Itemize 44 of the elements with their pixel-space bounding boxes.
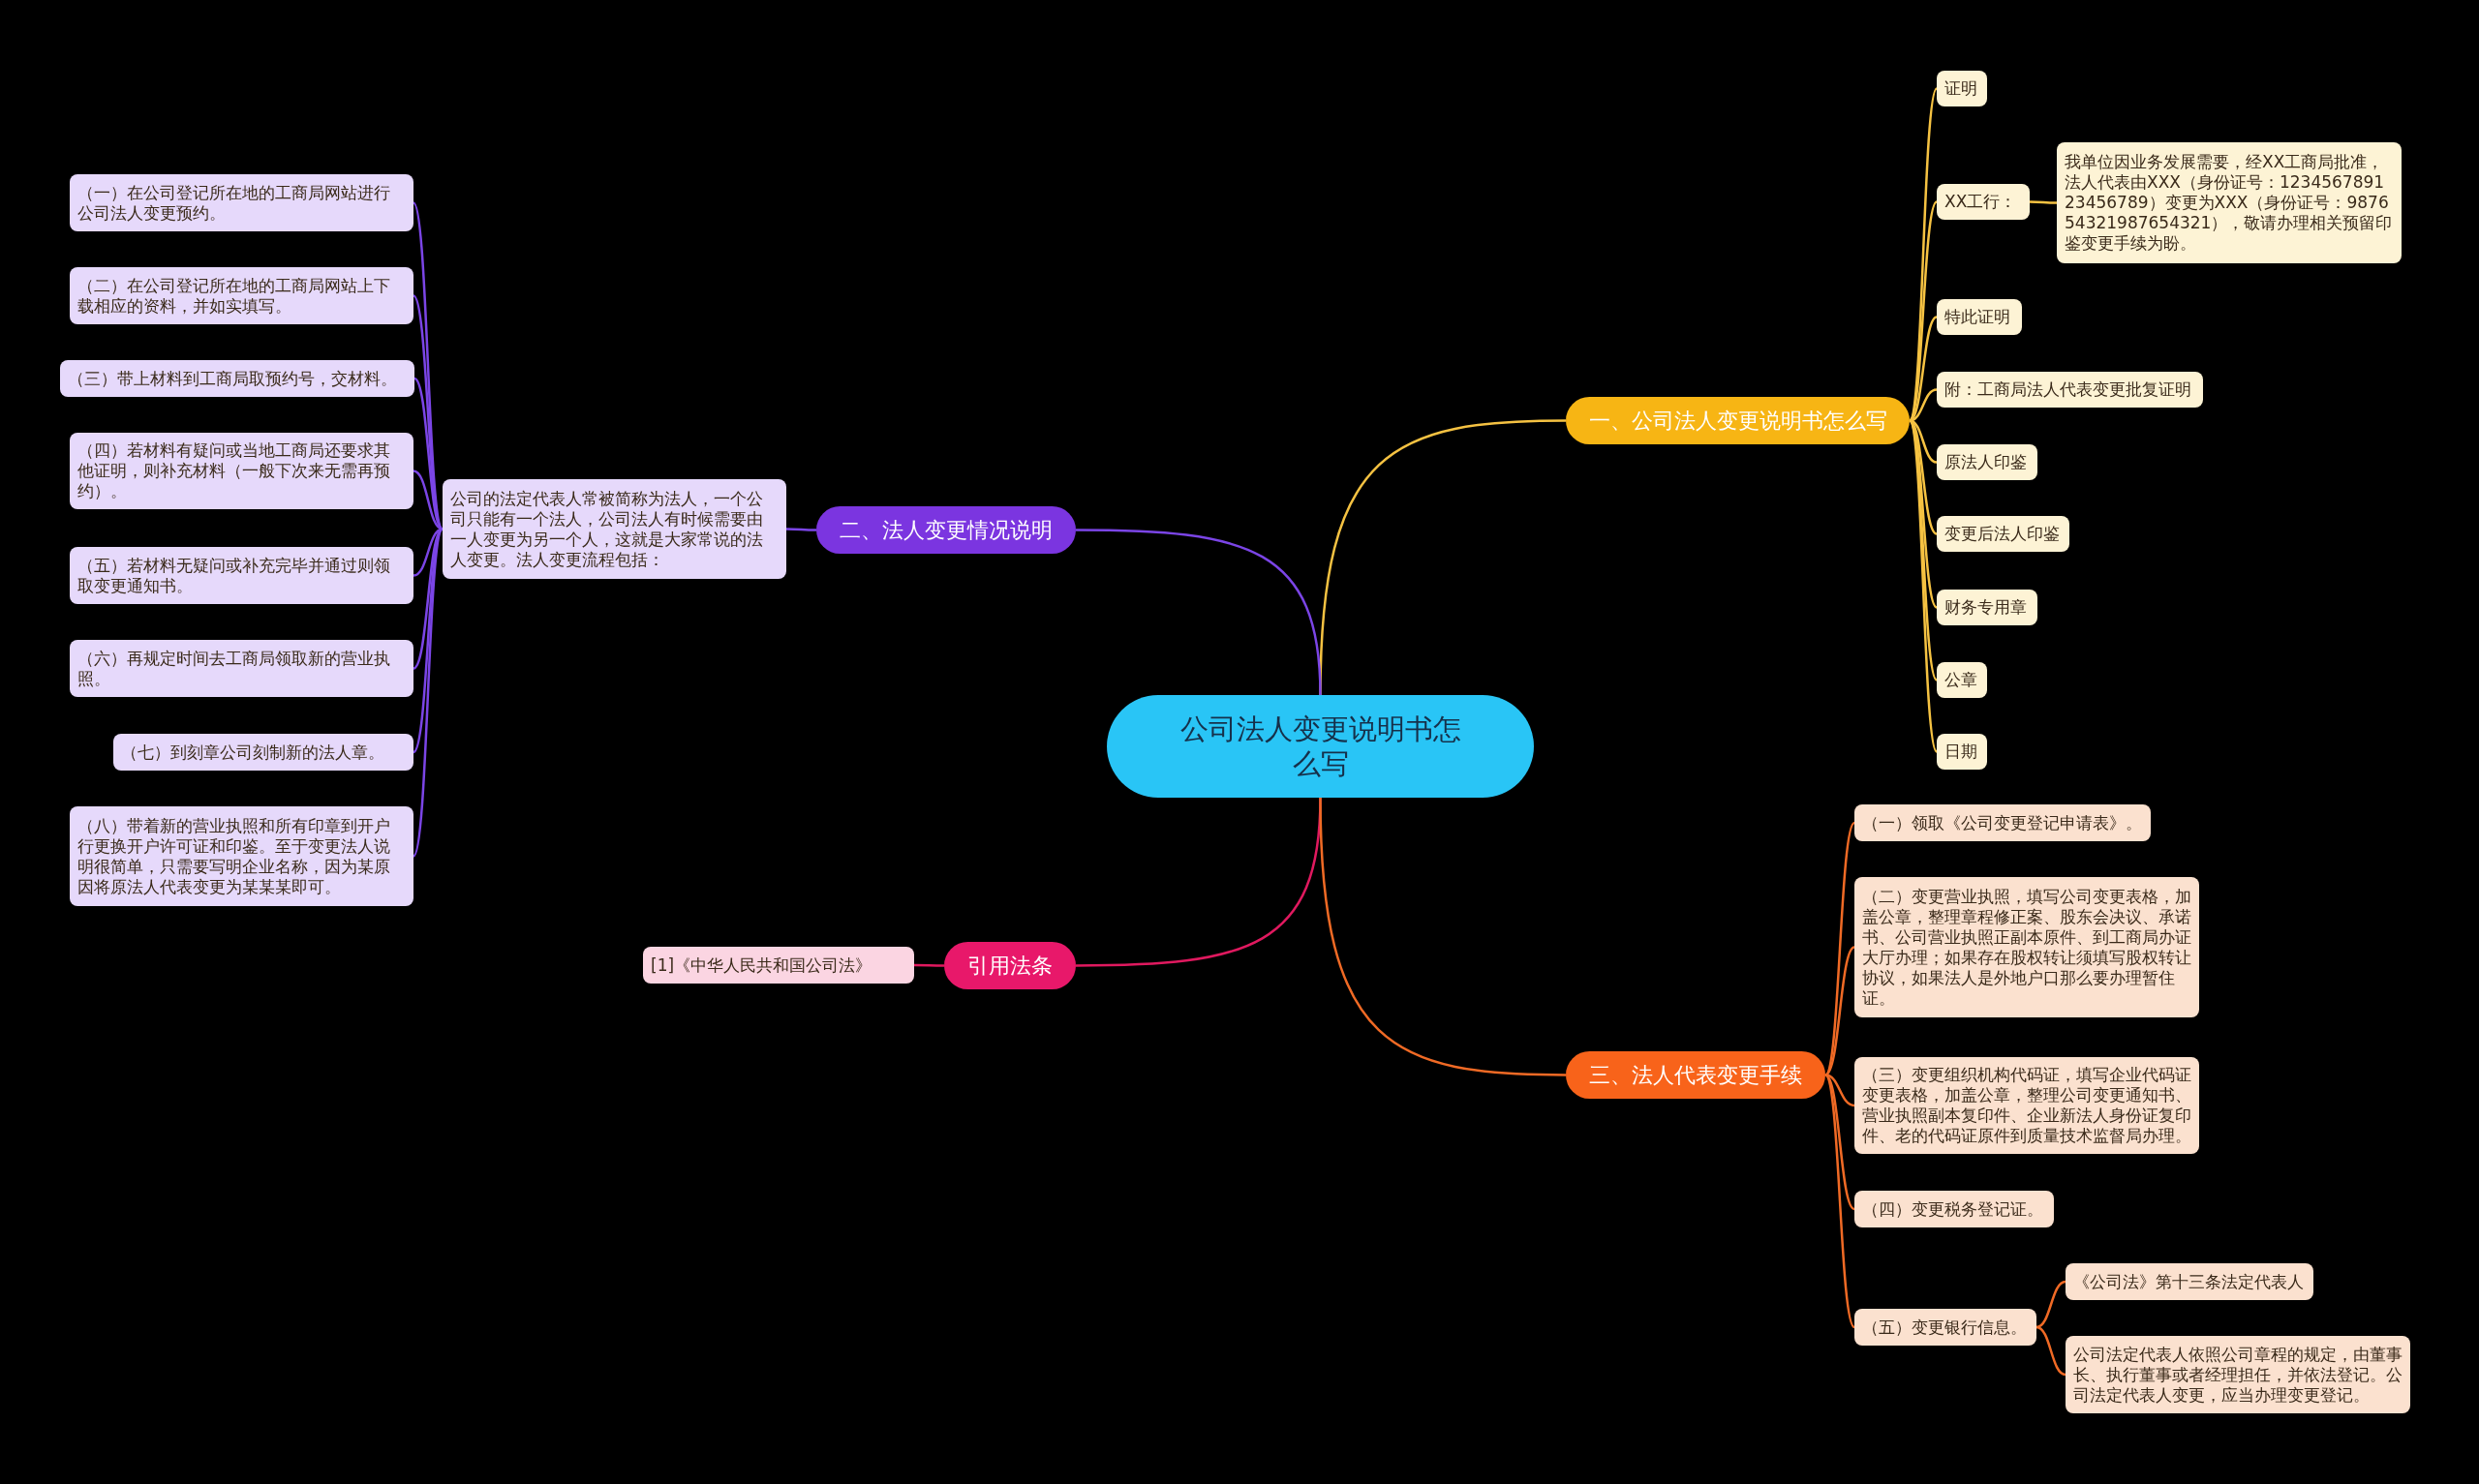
connector-line (786, 528, 816, 531)
connector-line (1824, 946, 1855, 1076)
topic-box: （五）变更银行信息。 (1854, 1309, 2036, 1346)
topic-box: XX工行： (1937, 184, 2030, 220)
topic-box: （二）在公司登记所在地的工商局网站上下载相应的资料，并如实填写。 (70, 267, 413, 324)
topic-box: 《公司法》第十三条法定代表人 (2066, 1263, 2313, 1300)
central-topic: 公司法人变更说明书怎么写 (1107, 695, 1534, 798)
topic-box: （一）在公司登记所在地的工商局网站进行公司法人变更预约。 (70, 174, 413, 231)
topic-box: 公章 (1937, 662, 1987, 698)
topic-box: 日期 (1937, 734, 1987, 770)
connector-line (1824, 1074, 1855, 1107)
topic-box: 公司法定代表人依照公司章程的规定，由董事长、执行董事或者经理担任，并依法登记。公司法定代表人变更，应当办理变更登记。 (2066, 1336, 2410, 1413)
topic-box: （三）带上材料到工商局取预约号，交材料。 (60, 360, 414, 397)
topic-box: （四）若材料有疑问或当地工商局还要求其他证明，则补充材料（一般下次来无需再预约）。 (70, 433, 413, 509)
topic-box: 原法人印鉴 (1937, 444, 2037, 480)
branch-topic: 一、公司法人变更说明书怎么写 (1566, 397, 1910, 444)
topic-box: 特此证明 (1937, 299, 2022, 335)
topic-box: （二）变更营业执照，填写公司变更表格，加盖公章，整理章程修正案、股东会决议、承诺书、公司营业执照正副本原件、到工商局办证大厅办理；如果存在股权转让须填写股权转让协议，如果法人是外地户口那么要办理暂住证。 (1854, 877, 2199, 1017)
branch-topic: 三、法人代表变更手续 (1566, 1051, 1825, 1099)
topic-box: [1]《中华人民共和国公司法》 (643, 947, 914, 984)
connector-line (2030, 200, 2057, 204)
connector-line (1319, 797, 1567, 1076)
topic-box: （八）带着新的营业执照和所有印章到开户行更换开户许可证和印鉴。至于变更法人说明很简单，只需要写明企业名称，因为某原因将原法人代表变更为某某某即可。 (70, 806, 413, 906)
connector-line (2035, 1325, 2066, 1377)
topic-box: 附：工商局法人代表变更批复证明 (1937, 372, 2203, 408)
topic-box: （一）领取《公司变更登记申请表》。 (1854, 804, 2151, 841)
topic-box: 变更后法人印鉴 (1937, 516, 2069, 552)
connector-line (412, 528, 444, 858)
topic-box: （四）变更税务登记证。 (1854, 1191, 2054, 1227)
connector-line (914, 963, 944, 967)
connector-line (2035, 1280, 2066, 1329)
topic-box: （三）变更组织机构代码证，填写企业代码证变更表格，加盖公章，整理公司变更通知书、营业执照副本复印件、企业新法人身份证复印件、老的代码证原件到质量技术监督局办理。 (1854, 1057, 2199, 1154)
topic-box: 财务专用章 (1937, 590, 2037, 625)
branch-topic: 二、法人变更情况说明 (816, 506, 1076, 554)
topic-box: 公司的法定代表人常被简称为法人，一个公司只能有一个法人，公司法人有时候需要由一人变更为另一个人，这就是大家常说的法人变更。法人变更流程包括： (443, 479, 786, 579)
connector-line (1823, 1074, 1856, 1328)
branch-topic: 引用法条 (944, 942, 1076, 989)
connector-line (1824, 1074, 1855, 1210)
topic-box: （七）到刻章公司刻制新的法人章。 (113, 734, 413, 771)
connector-line (1076, 529, 1322, 696)
topic-box: （六）再规定时间去工商局领取新的营业执照。 (70, 640, 413, 697)
topic-box: 我单位因业务发展需要，经XX工商局批准，法人代表由XXX（身份证号：123456789123456789）变更为XXX（身份证号：987654321987654321），敬请办理相关预留印鉴变更手续为盼。 (2057, 142, 2402, 263)
topic-box: 证明 (1937, 71, 1987, 106)
topic-box: （五）若材料无疑问或补充完毕并通过则领取变更通知书。 (70, 547, 413, 604)
